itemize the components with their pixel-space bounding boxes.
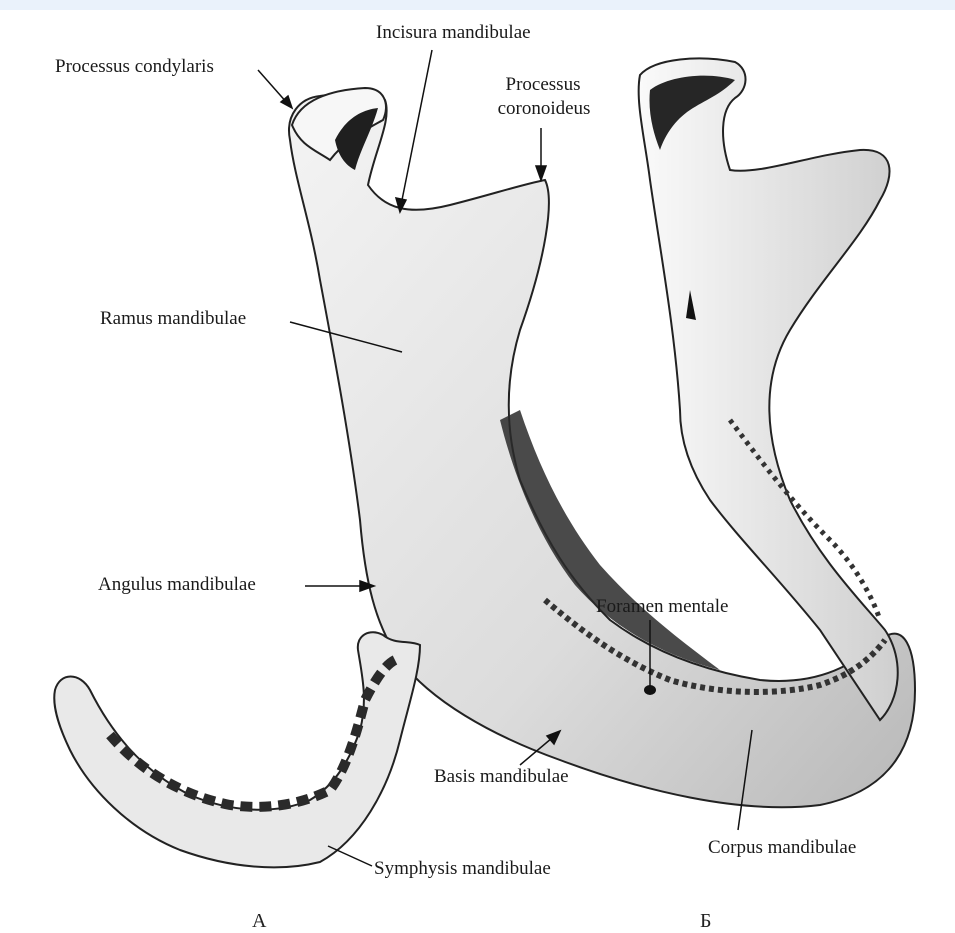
label-incisura-mandibulae: Incisura mandibulae (376, 22, 531, 44)
panel-label-a: А (252, 910, 266, 933)
pointer-symphysis-mandibulae (328, 846, 372, 866)
mandible-ramus-right (639, 58, 898, 720)
top-strip (0, 0, 955, 10)
arrow-processus-coronoideus (536, 166, 546, 180)
label-ramus-mandibulae: Ramus mandibulae (100, 308, 246, 330)
label-symphysis-mandibulae: Symphysis mandibulae (374, 858, 551, 880)
label-foramen-mentale: Foramen mentale (596, 596, 728, 618)
label-processus-coronoideus-line2: coronoideus (484, 98, 604, 120)
panel-label-b: Б (700, 910, 711, 933)
label-corpus-mandibulae: Corpus mandibulae (708, 837, 856, 859)
pointer-incisura-mandibulae (402, 50, 432, 200)
label-processus-coronoideus-line1: Processus (488, 74, 598, 96)
label-angulus-mandibulae: Angulus mandibulae (98, 574, 256, 596)
small-mandible (54, 632, 420, 867)
foramen-mentale-mark (644, 685, 656, 695)
label-processus-condylaris: Processus condylaris (55, 56, 214, 78)
label-basis-mandibulae: Basis mandibulae (434, 766, 569, 788)
